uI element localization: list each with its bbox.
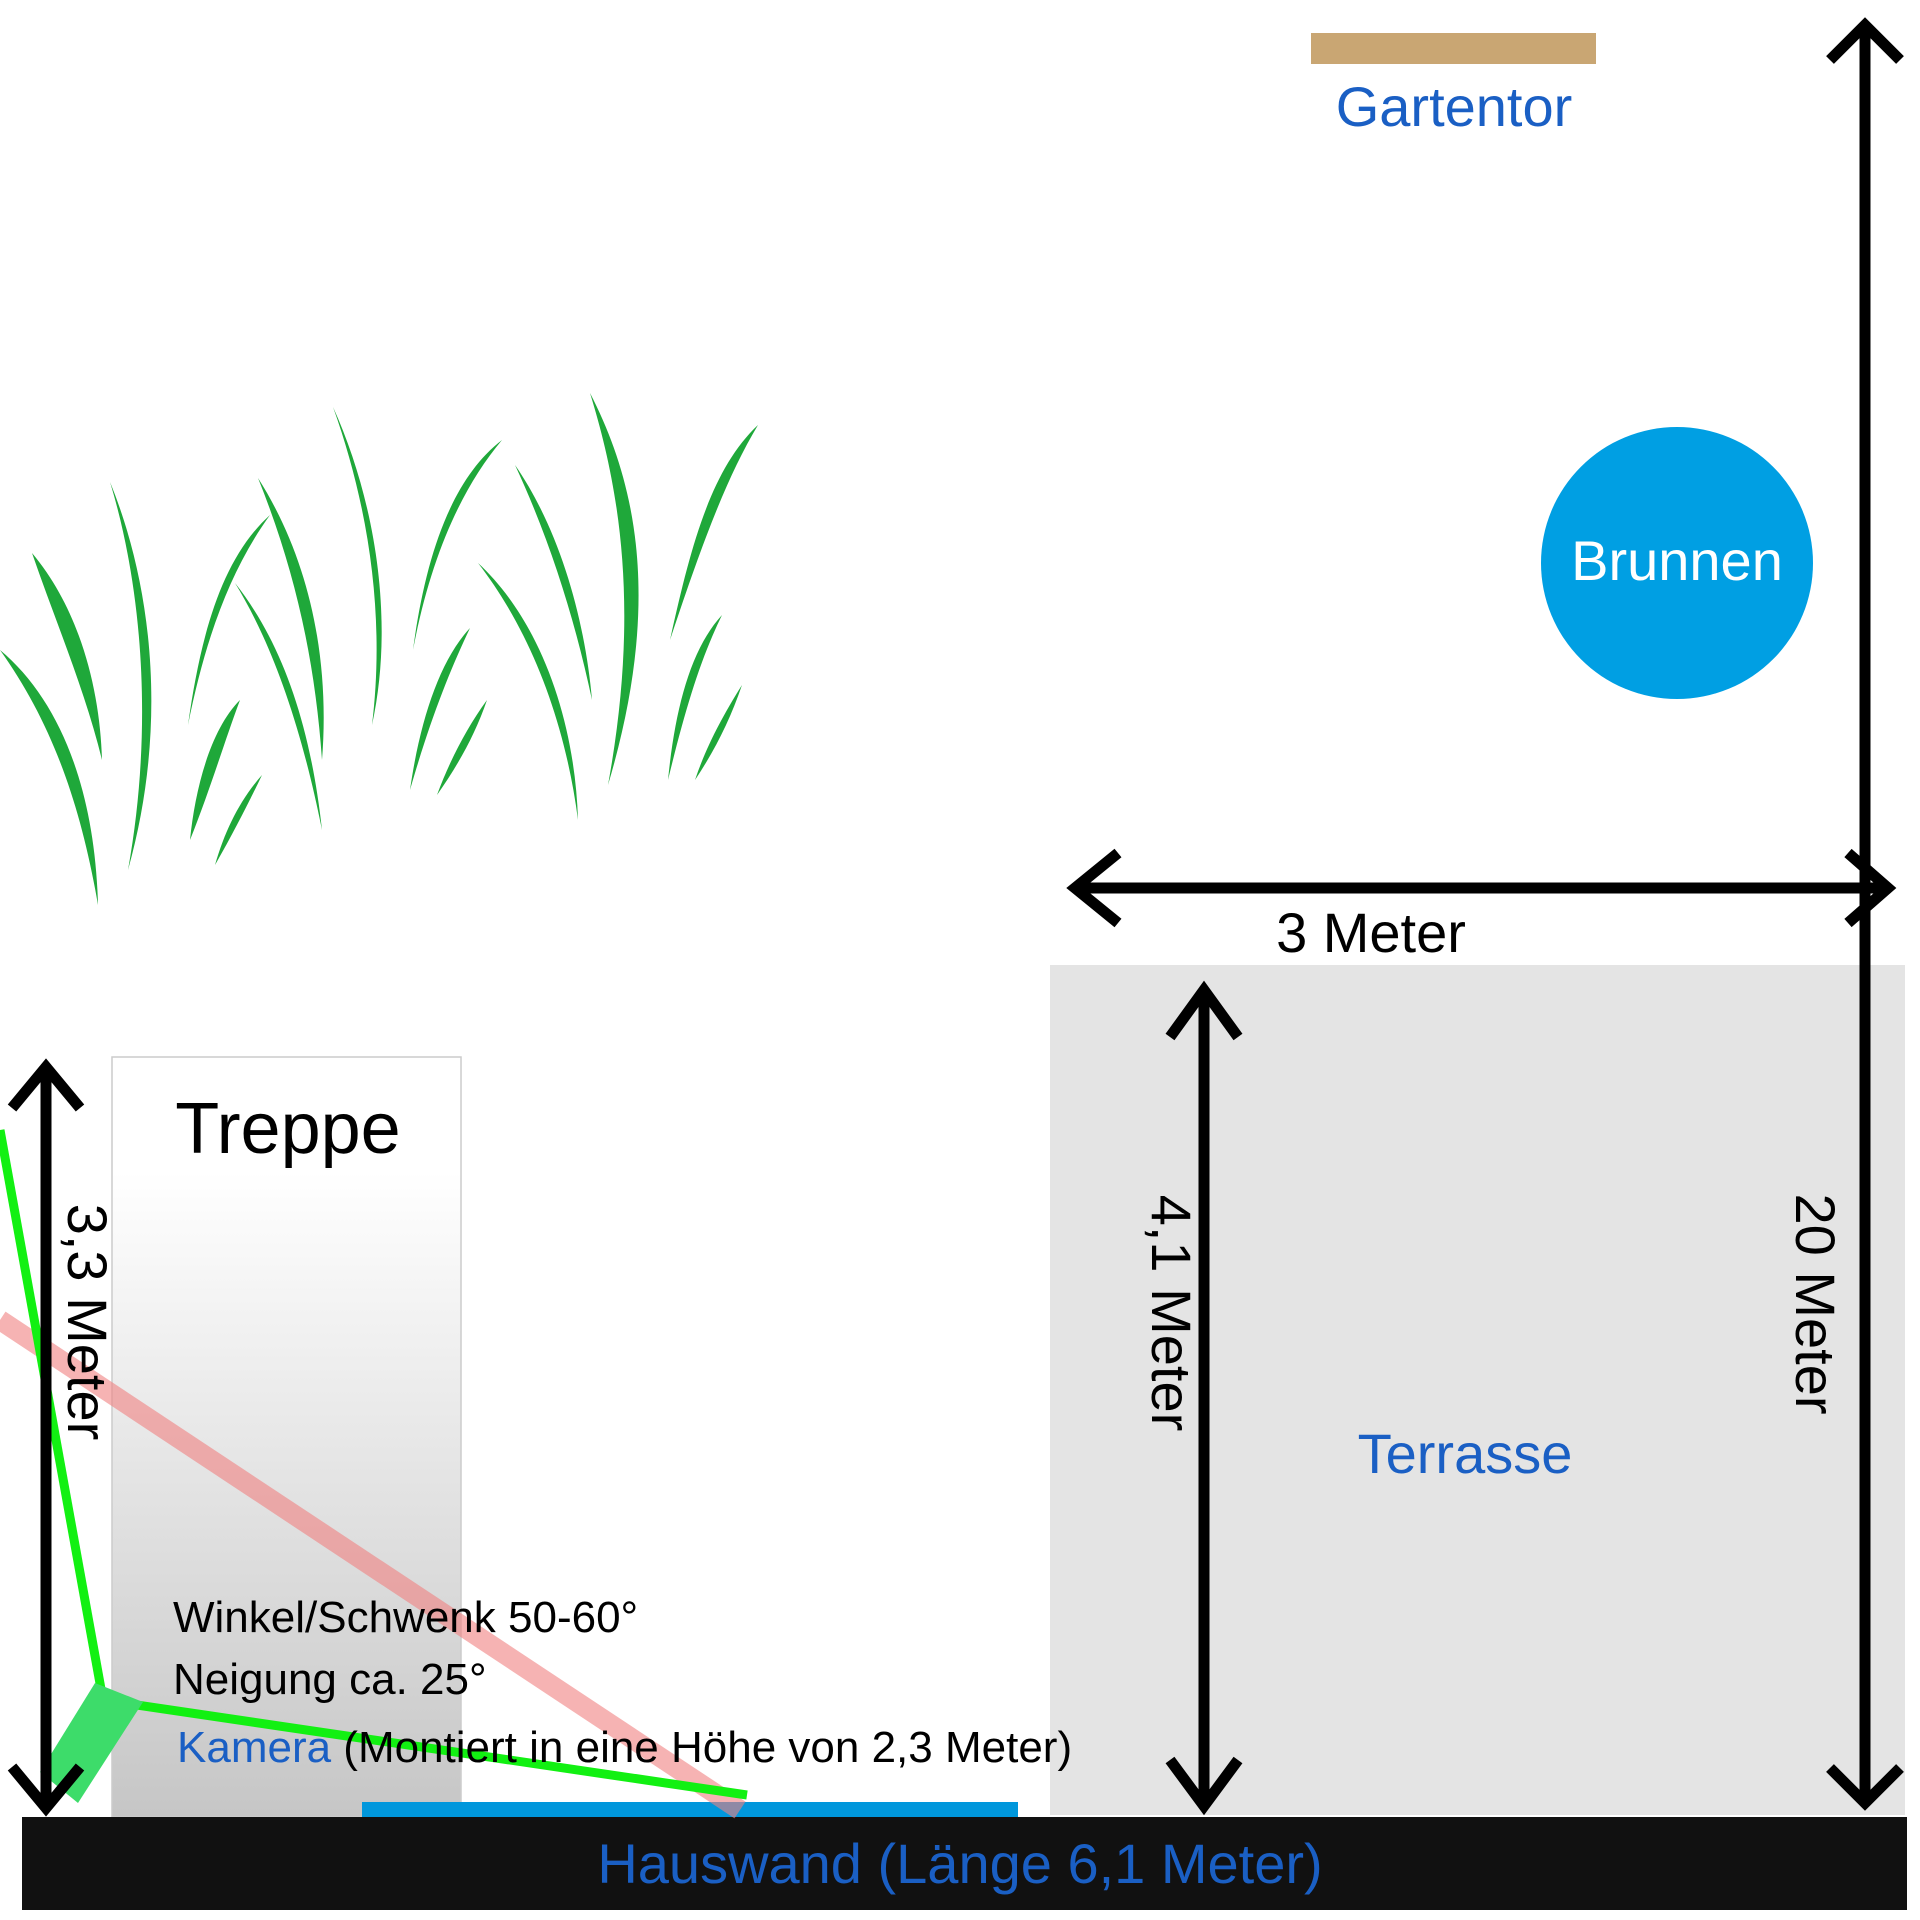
terrace-area xyxy=(1050,965,1905,1815)
arrow-4-1m-head-bottom xyxy=(1165,1756,1243,1816)
house-wall-label: Hauswand (Länge 6,1 Meter) xyxy=(597,1832,1322,1895)
height-3-3m-label: 3,3 Meter xyxy=(56,1204,119,1441)
dimension-arrows xyxy=(7,17,1904,1817)
well-label: Brunnen xyxy=(1571,529,1783,592)
fov-red-line xyxy=(0,1311,746,1819)
camera-mount-label: (Montiert in eine Höhe von 2,3 Meter) xyxy=(331,1723,1072,1772)
fov-green-line-right xyxy=(102,1695,748,1800)
arrow-4-1m-head-top xyxy=(1165,980,1243,1041)
height-20m-label: 20 Meter xyxy=(1784,1194,1847,1415)
arrow-3m-head-right xyxy=(1844,848,1897,928)
width-3m-label: 3 Meter xyxy=(1276,901,1466,964)
tilt-text: Neigung ca. 25° xyxy=(173,1655,487,1704)
height-4-1m-label: 4,1 Meter xyxy=(1140,1195,1203,1432)
camera-label: Kamera xyxy=(177,1723,332,1772)
garden-gate-bar xyxy=(1311,33,1596,64)
window-bar xyxy=(362,1802,1018,1818)
well-circle xyxy=(1541,427,1813,699)
arrow-3-3m-head-bottom xyxy=(7,1763,85,1817)
camera-caption: Kamera (Montiert in eine Höhe von 2,3 Me… xyxy=(177,1723,1072,1772)
stairs-label: Treppe xyxy=(175,1089,400,1169)
arrow-3-3m-head-top xyxy=(7,1058,85,1112)
terrace-label: Terrasse xyxy=(1358,1422,1573,1485)
house-wall xyxy=(22,1817,1907,1910)
arrow-20m-head-top xyxy=(1826,17,1904,64)
camera-icon xyxy=(40,1683,143,1803)
arrow-20m-head-bottom xyxy=(1826,1764,1904,1811)
pan-angle-text: Winkel/Schwenk 50-60° xyxy=(173,1593,638,1642)
arrow-3m-head-left xyxy=(1066,848,1122,928)
garden-gate-label: Gartentor xyxy=(1336,75,1573,138)
grass-icon xyxy=(0,393,758,905)
